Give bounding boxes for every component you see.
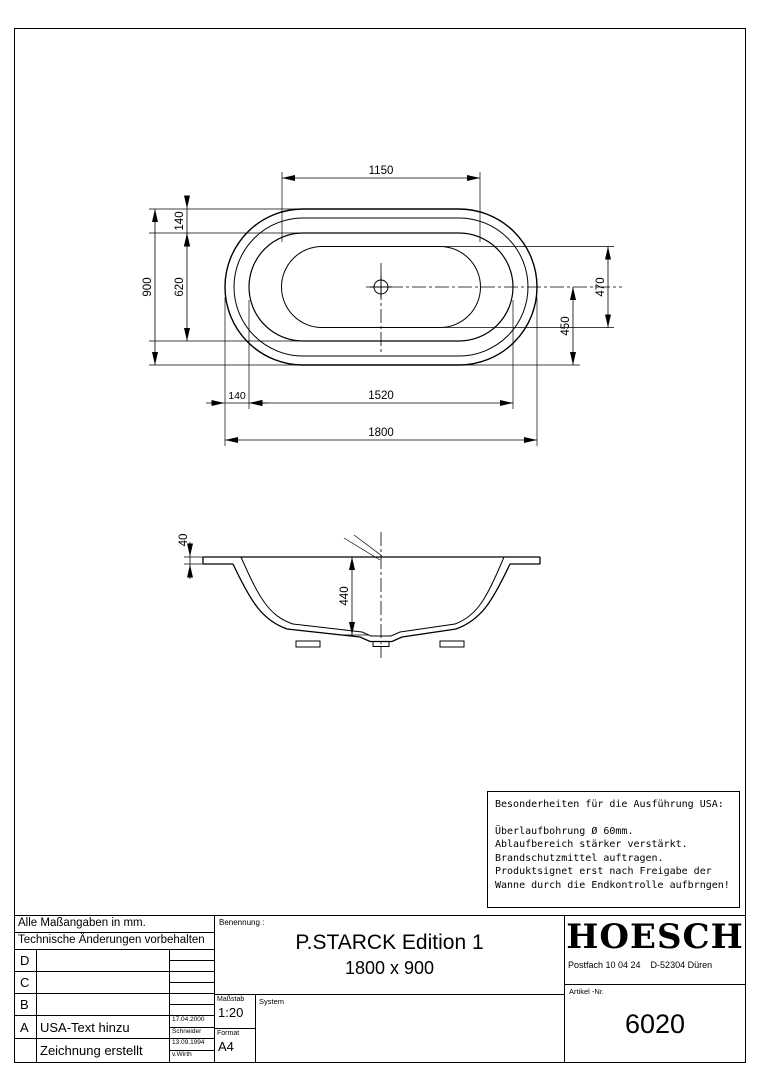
revision-row-c: C (15, 972, 214, 994)
revision-name: v.Wirth (172, 1051, 192, 1058)
dim-1800: 1800 (368, 427, 394, 439)
revision-row-d: D (15, 950, 214, 972)
revision-date-name: 13.09.1994 v.Wirth (169, 1039, 214, 1062)
dim-450: 450 (560, 316, 572, 335)
dim-1150: 1150 (369, 165, 394, 177)
tub-foot-right (439, 640, 465, 648)
title-block: Alle Maßangaben in mm. Technische Änderu… (14, 915, 746, 1063)
format-value: A4 (218, 1039, 234, 1054)
revision-name: Schneider (172, 1027, 202, 1035)
designation-area: Benennung : P.STARCK Edition 1 1800 x 90… (215, 916, 564, 995)
revision-date: 17.04.2000 (170, 1016, 214, 1028)
dim-40: 40 (178, 534, 190, 547)
brand-area: HOESCH Postfach 10 04 24 D-52304 Düren (565, 916, 745, 985)
note-line: Ablaufbereich stärker verstärkt. (495, 839, 688, 850)
dimension-lines (152, 175, 611, 443)
tub-foot-left (295, 640, 321, 648)
scale-cell: Maßstab 1:20 (215, 995, 255, 1029)
revision-letter: C (15, 972, 37, 993)
note-line: Überlaufbohrung Ø 60mm. (495, 825, 634, 837)
revision-letter: A (15, 1016, 37, 1038)
top-view: 1150 140 900 620 470 450 140 1520 1800 (142, 165, 622, 446)
revision-panel: Alle Maßangaben in mm. Technische Änderu… (15, 916, 215, 1062)
system-cell: System (259, 997, 285, 1006)
revision-date (170, 994, 214, 1005)
revision-date-name (169, 950, 214, 971)
units-note: Alle Maßangaben in mm. (15, 916, 214, 933)
revision-letter: B (15, 994, 37, 1015)
revision-letter (15, 1039, 37, 1062)
scale-value: 1:20 (218, 1005, 244, 1020)
manufacturer-address: Postfach 10 04 24 D-52304 Düren (568, 960, 713, 970)
revision-name (170, 1005, 214, 1015)
revision-date-name (169, 972, 214, 993)
revision-text: USA-Text hinzu (40, 1019, 130, 1035)
revision-text (37, 994, 169, 1015)
revision-row-created: Zeichnung erstellt 13.09.1994 v.Wirth (15, 1039, 214, 1062)
product-size: 1800 x 900 (344, 958, 435, 978)
revision-date (170, 950, 214, 961)
article-number-value: 6020 (624, 1009, 686, 1039)
tub-outer-shell (232, 563, 511, 643)
section-witness-lines (184, 534, 383, 636)
dim-900: 900 (142, 277, 154, 296)
tub-inner-surface (240, 556, 505, 637)
revision-date-name (169, 994, 214, 1015)
dim-440: 440 (339, 586, 351, 605)
section-dim-texts: 40 440 (178, 534, 351, 606)
drain-fitting (372, 641, 390, 647)
revision-text (37, 972, 169, 993)
section-profile (202, 556, 541, 648)
usa-notes-box: Besonderheiten für die Ausführung USA: Ü… (487, 791, 740, 908)
article-number-label: Artikel -Nr. (569, 987, 605, 996)
revision-row-b: B (15, 994, 214, 1016)
note-line: Wanne durch die Endkontrolle aufbrngen! (495, 879, 730, 891)
dim-620: 620 (174, 277, 186, 296)
designation-panel: Benennung : P.STARCK Edition 1 1800 x 90… (215, 916, 565, 1062)
article-area: Artikel -Nr. 6020 (565, 985, 745, 1062)
changes-note: Technische Änderungen vorbehalten (15, 933, 214, 950)
dim-140-top: 140 (174, 211, 186, 230)
product-title: P.STARCK Edition 1 (295, 931, 484, 954)
scale-label: Maßstab (217, 996, 245, 1003)
top-view-dim-texts: 1150 140 900 620 470 450 140 1520 1800 (142, 165, 607, 439)
revision-date (170, 972, 214, 983)
dim-140-bottom: 140 (228, 390, 246, 402)
revision-name (170, 961, 214, 971)
revision-text: Zeichnung erstellt (40, 1043, 143, 1058)
revision-date-name: 17.04.2000 Schneider (169, 1016, 214, 1038)
scale-format-column: Maßstab 1:20 Format A4 (215, 995, 256, 1062)
witness-lines (149, 172, 614, 446)
centerlines (366, 263, 622, 352)
manufacturer-panel: HOESCH Postfach 10 04 24 D-52304 Düren A… (565, 916, 745, 1062)
dim-470: 470 (595, 277, 607, 296)
revision-date: 13.09.1994 (170, 1039, 214, 1051)
revision-letter: D (15, 950, 37, 971)
revision-row-a: A USA-Text hinzu 17.04.2000 Schneider (15, 1016, 214, 1039)
revision-name (170, 983, 214, 993)
designation-label: Benennung : (219, 918, 265, 927)
note-line: Produktsignet erst nach Freigabe der (495, 866, 712, 877)
section-dim-lines (187, 542, 355, 635)
format-label: Format (217, 1030, 240, 1037)
notes-heading: Besonderheiten für die Ausführung USA: (495, 799, 724, 810)
section-view: 40 440 (178, 532, 541, 658)
note-line: Brandschutzmittel auftragen. (495, 852, 664, 864)
hoesch-logo: HOESCH (566, 917, 744, 957)
revision-text (37, 950, 169, 971)
dim-1520: 1520 (368, 390, 394, 402)
scale-format-area: Maßstab 1:20 Format A4 System (215, 995, 564, 1062)
format-cell: Format A4 (215, 1029, 255, 1062)
